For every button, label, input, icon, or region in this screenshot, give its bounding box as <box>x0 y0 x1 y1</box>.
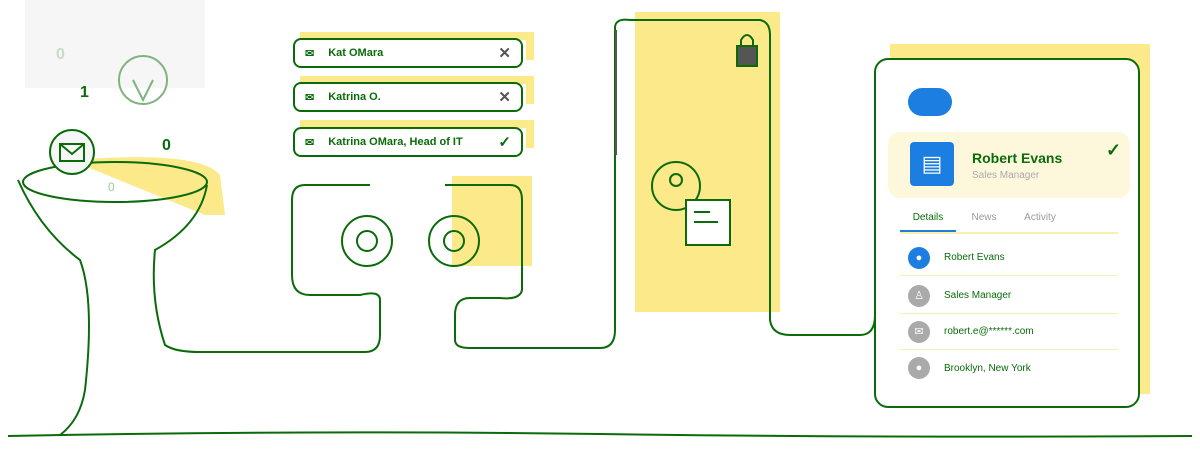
contact-title: Sales Manager <box>972 170 1040 181</box>
check-icon: ✓ <box>498 134 511 151</box>
avatar: ● <box>908 246 930 269</box>
salesforce-cloud-logo <box>908 88 952 116</box>
counter: 0 <box>108 180 115 194</box>
gear-icon <box>428 215 480 267</box>
lock-icon <box>736 34 758 67</box>
detail-row: ●Brooklyn, New York <box>900 350 1118 386</box>
location-pin-icon <box>118 55 168 105</box>
counter: 0 <box>56 46 65 63</box>
detail-row: ♙Sales Manager <box>900 278 1118 314</box>
counter: 0 <box>162 137 171 154</box>
contact-card-icon: ▤ <box>910 142 954 186</box>
mail-icon: ✉ <box>305 47 315 60</box>
close-icon: ✕ <box>498 89 511 106</box>
contact-header: ▤ Robert Evans Sales Manager ✓ <box>888 132 1130 198</box>
mail-icon <box>49 129 95 175</box>
email-candidate[interactable]: ✉Kat OMara✕ <box>293 38 523 68</box>
tab-details[interactable]: Details <box>900 212 956 232</box>
mail-icon: ✉ <box>908 320 930 343</box>
detail-row: ✉robert.e@******.com <box>900 314 1118 350</box>
detail-row: ●Robert Evans <box>900 240 1118 276</box>
tab-activity[interactable]: Activity <box>1024 212 1056 223</box>
person-icon: ♙ <box>908 284 930 307</box>
location-icon: ● <box>908 357 930 379</box>
contact-card: ▤ Robert Evans Sales Manager ✓ Details N… <box>874 58 1140 408</box>
tabs: Details News Activity <box>900 212 1118 234</box>
check-icon: ✓ <box>1106 140 1122 160</box>
gear-icon <box>341 215 393 267</box>
mail-icon: ✉ <box>305 91 315 104</box>
contact-name: Robert Evans <box>972 150 1063 166</box>
email-candidate[interactable]: ✉Katrina O.✕ <box>293 82 523 112</box>
user-document-icon <box>651 161 731 246</box>
tab-news[interactable]: News <box>971 212 997 223</box>
close-icon: ✕ <box>498 45 511 62</box>
counter: 1 <box>80 84 89 101</box>
email-candidate[interactable]: ✉Katrina OMara, Head of IT✓ <box>293 127 523 157</box>
mail-icon: ✉ <box>305 136 315 149</box>
